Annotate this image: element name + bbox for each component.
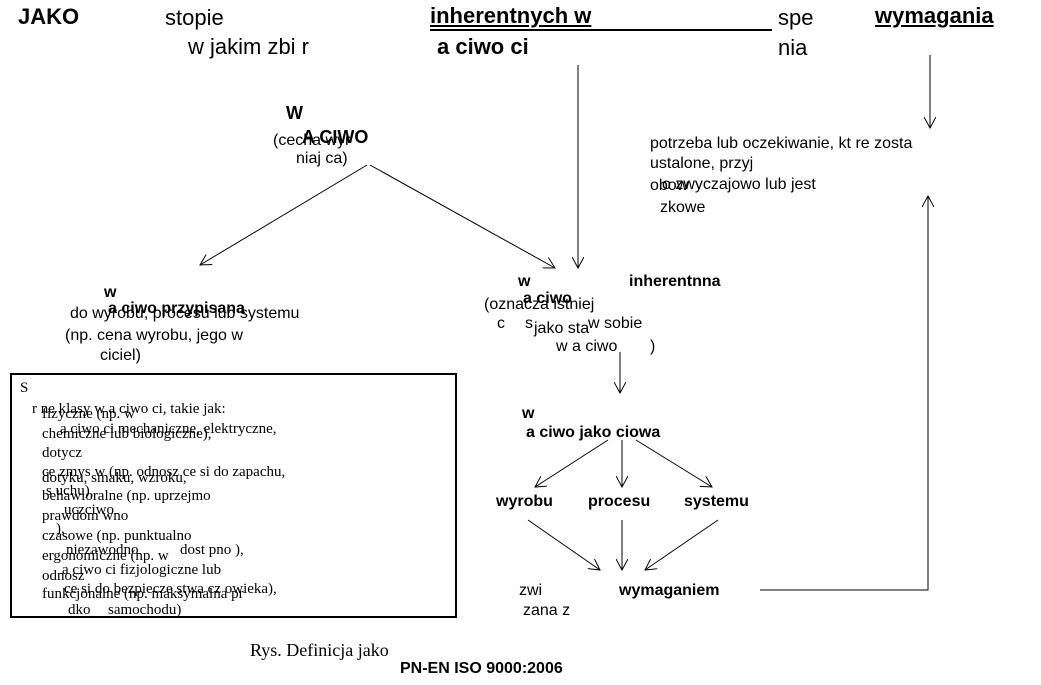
category-systemu: systemu <box>684 493 749 510</box>
box-line: czasowe (np. punktualno <box>42 528 192 544</box>
arrow-jakosciowa-to-wyrobu <box>535 439 609 487</box>
arrow-jakosciowa-to-systemu <box>635 439 712 487</box>
przypisana-title: a ciwo przypisana <box>108 300 245 317</box>
category-wyrobu: wyrobu <box>496 493 553 510</box>
box-line: niezawodno <box>66 542 139 558</box>
inherentna-line-2: c <box>497 315 505 332</box>
inherentna-w: w <box>518 273 531 290</box>
box-line: dost pno ), <box>180 542 244 558</box>
inherentna-line-5: jako sta <box>534 320 590 337</box>
box-line: behawioralne (np. uprzejmo <box>42 488 211 504</box>
box-line: funkcjonalne (np. maksymalna pr <box>42 586 244 602</box>
inherentna-line-1: (oznacza istniej <box>484 296 595 313</box>
requirement-line-1: potrzeba lub oczekiwanie, kt re zosta <box>650 135 913 152</box>
zwiazana-zana: zana z <box>523 602 571 619</box>
header-inherentnych: inherentnych w <box>430 3 592 28</box>
header-nia: nia <box>778 35 808 60</box>
przypisana-w: w <box>104 284 117 301</box>
box-line: s uchu), <box>46 483 94 499</box>
requirement-line-4: obow <box>650 177 689 194</box>
arrow-wymaganiem-to-requirement <box>760 196 928 591</box>
przypisana-line-3: ciciel) <box>100 347 141 364</box>
inherentna-line-4: w sobie <box>588 315 643 332</box>
arrow-systemu-to-zwiazana <box>645 519 719 570</box>
box-line: ), <box>56 521 65 537</box>
box-line: samochodu) <box>108 602 182 618</box>
przypisana-line-1: do wyrobu, procesu lub systemu <box>70 305 300 322</box>
box-line: odnosz <box>42 568 85 584</box>
inherentna-line-6: w a ciwo <box>556 338 618 355</box>
wlasciwosc-desc-2: niaj ca) <box>296 150 348 167</box>
header-wymagania: wymagania <box>875 3 994 28</box>
arrow-wlasciwosc-to-przypisana <box>200 164 368 265</box>
wlasciwosc-desc-1: (cecha wyr <box>273 132 351 149</box>
box-line: fizyczne (np. w <box>42 406 135 422</box>
header-spe: spe <box>778 5 814 30</box>
box-line: ce zmys w (np. odnosz ce si do zapachu, <box>42 464 286 480</box>
inherentna-line-7: ) <box>650 338 656 355</box>
jakosciowa-w: w <box>522 405 535 422</box>
arrow-wyrobu-to-zwiazana <box>527 519 600 570</box>
arrow-wlasciwosc-to-inherentna <box>369 164 555 268</box>
box-line: r ne klasy w a ciwo ci, takie jak: <box>32 401 226 417</box>
header-wlasciwosci: a ciwo ci <box>437 34 529 59</box>
requirement-line-3: o zwyczajowo lub jest <box>662 176 816 193</box>
header-w-jakim: w jakim zbi r <box>188 34 310 59</box>
header-jako: JAKO <box>18 4 80 29</box>
inherentna-line-3: s <box>525 315 533 332</box>
header-stopie: stopie <box>165 5 224 30</box>
wlasciwosc-title: A CIWO <box>302 127 369 147</box>
inherentna-sub: a ciwo <box>523 290 572 307</box>
zwiazana-zwi: zwi <box>519 582 543 599</box>
box-line: uczciwo <box>64 502 114 518</box>
jakosciowa-title: a ciwo jako ciowa <box>526 424 661 441</box>
property-classes-box: S r ne klasy w a ciwo ci, takie jak: fiz… <box>10 373 457 618</box>
box-line: chemiczne lub biologiczne), <box>42 426 212 442</box>
requirement-line-2: ustalone, przyj <box>650 155 754 172</box>
zwiazana-wymaganiem: wymaganiem <box>619 582 720 599</box>
przypisana-line-2: (np. cena wyrobu, jego w <box>65 327 243 344</box>
category-procesu: procesu <box>588 493 651 510</box>
box-line: prawdom wno <box>42 508 129 524</box>
box-line: ce si do bezpiecze stwa cz owieka), <box>64 581 277 597</box>
wlasciwosc-w: W <box>286 103 303 123</box>
figure-caption-source: PN-EN ISO 9000:2006 <box>400 660 563 677</box>
requirement-line-5: zkowe <box>660 199 706 216</box>
inherentna-title: inherentnna <box>629 273 721 290</box>
figure-caption: Rys. Definicja jako <box>250 640 389 660</box>
box-line: a ciwo ci mechaniczne, elektryczne, <box>60 421 277 437</box>
box-line: ergonomiczne (np. w <box>42 548 169 564</box>
box-line: dko <box>68 602 91 618</box>
box-heading-s: S <box>20 380 29 396</box>
box-line: a ciwo ci fizjologiczne lub <box>62 562 222 578</box>
box-line: dotycz <box>42 445 82 461</box>
box-line: dotyku, smaku, wzroku, <box>42 470 187 486</box>
